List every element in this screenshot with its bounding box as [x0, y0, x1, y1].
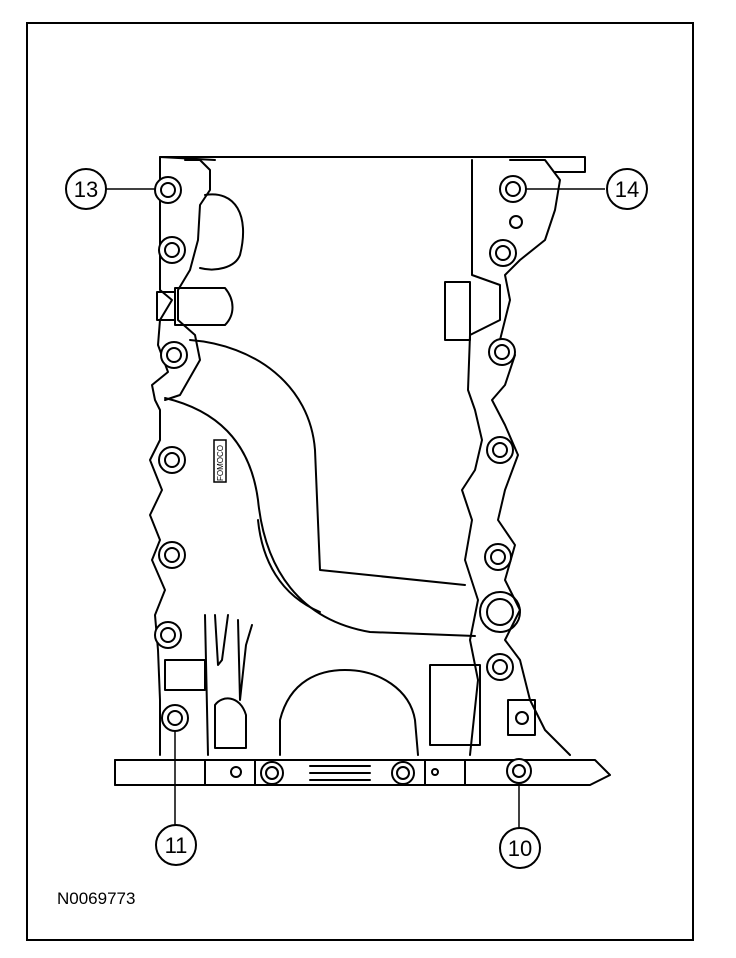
right-tab — [444, 281, 471, 341]
bolt-left-5 — [158, 541, 186, 569]
bolt-11 — [161, 704, 189, 732]
right-flange-inner — [461, 159, 501, 756]
bolt-right-3 — [488, 338, 516, 366]
callout-10-label: 10 — [508, 836, 532, 861]
left-fork — [204, 614, 253, 756]
bolt-13 — [154, 176, 182, 204]
callout-13-circle — [65, 168, 107, 210]
callout-13-label: 13 — [74, 177, 98, 202]
right-flange-outline — [491, 159, 571, 756]
callout-10-circle — [499, 827, 541, 869]
bolt-right-4 — [486, 436, 514, 464]
right-plug — [479, 591, 521, 633]
bolt-right-5 — [484, 543, 512, 571]
bolt-left-6 — [154, 621, 182, 649]
bolt-10 — [506, 758, 532, 784]
bottom-arch — [279, 669, 419, 756]
pan-top-edge — [159, 156, 586, 173]
fomoco-label: FOMOCO — [213, 439, 227, 483]
left-flange-outline — [149, 156, 173, 756]
svg-text:FOMOCO: FOMOCO — [216, 445, 225, 481]
figure-id: N0069773 — [57, 889, 136, 908]
channel-lower-2 — [257, 519, 321, 613]
callout-11-circle — [155, 824, 197, 866]
bolt-right-2 — [489, 239, 517, 267]
channel-lower — [164, 397, 476, 637]
right-lower-bracket — [429, 664, 481, 746]
diagram-frame — [26, 22, 694, 941]
left-bulge — [199, 193, 245, 271]
bolt-bottom-2 — [391, 761, 415, 785]
callout-14-circle — [606, 168, 648, 210]
callout-11-label: 11 — [165, 833, 188, 858]
channel-upper — [189, 339, 466, 586]
rail-slots — [309, 765, 371, 781]
bolt-bottom-1 — [260, 761, 284, 785]
bolt-left-2 — [158, 236, 186, 264]
left-lower-tab — [164, 659, 206, 691]
callout-14-label: 14 — [615, 177, 639, 202]
bolt-14 — [499, 175, 527, 203]
left-tab — [174, 287, 234, 326]
bolt-left-3 — [160, 341, 188, 369]
bolt-right-6 — [486, 653, 514, 681]
bolt-left-4 — [158, 446, 186, 474]
left-bracket — [156, 291, 176, 321]
left-flange-inner — [164, 159, 211, 401]
left-lower-slot — [214, 697, 247, 749]
